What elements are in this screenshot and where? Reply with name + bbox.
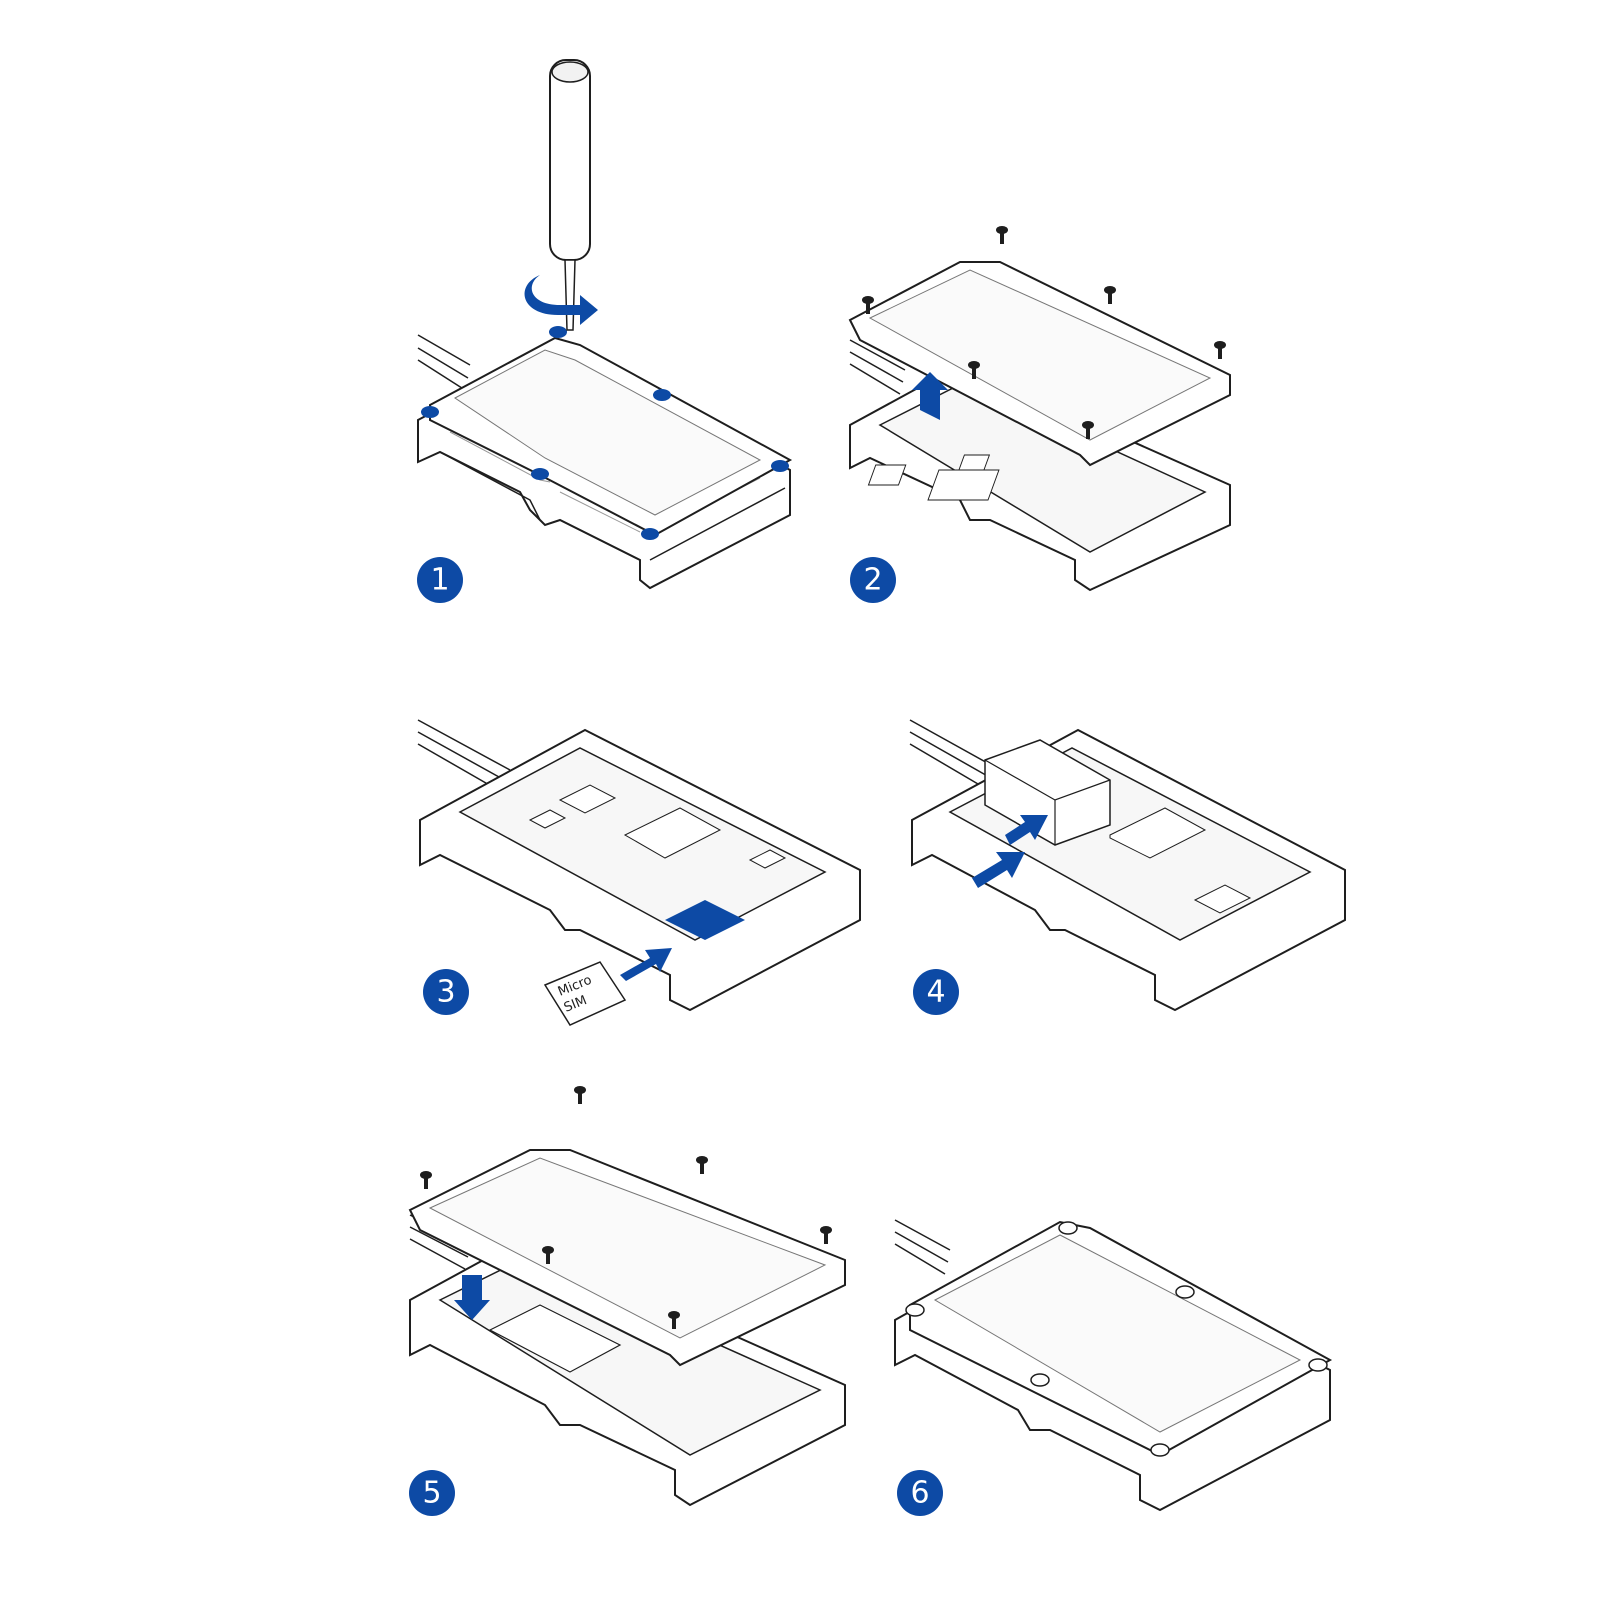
pcb-components [867,454,1000,501]
connect-arrow-icon-2 [972,852,1025,888]
step-number-6: 6 [910,1476,929,1511]
step-number-3: 3 [436,975,455,1010]
step-3-panel: Micro SIM [417,719,861,1026]
step-number-4: 4 [926,975,945,1010]
connect-arrow-icon-1 [1005,815,1048,845]
screw-holes [905,1221,1328,1457]
micro-sim-card: Micro SIM [543,961,627,1026]
cable-bundle [417,334,471,391]
pcb-components [528,784,787,869]
step-badge-1: 1 [417,557,463,603]
step-2-panel [848,226,1231,592]
step-number-2: 2 [863,563,882,598]
battery [984,739,1111,846]
sim-slot [665,900,745,940]
step-badge-5: 5 [409,1470,455,1516]
step-number-5: 5 [422,1476,441,1511]
step-badge-4: 4 [913,969,959,1015]
step-6-panel [894,1219,1333,1512]
screws [420,1086,832,1329]
screwdriver-icon [549,59,591,331]
step-badge-2: 2 [850,557,896,603]
step-4-panel [909,719,1346,1012]
cable-bundle [849,339,906,395]
screws [862,226,1226,439]
cable-bundle [894,1219,951,1275]
step-number-1: 1 [430,563,449,598]
screw-points [421,326,789,540]
step-badge-3: 3 [423,969,469,1015]
lower-down-arrow-icon [454,1275,490,1320]
lift-up-arrow-icon [912,372,948,420]
step-5-panel [408,1086,846,1507]
rotate-arrow-icon [524,275,598,325]
pcb-components [1109,807,1252,914]
step-badge-6: 6 [897,1470,943,1516]
battery [488,1304,622,1373]
step-1-panel [417,59,793,590]
insert-arrow-icon [620,948,672,981]
